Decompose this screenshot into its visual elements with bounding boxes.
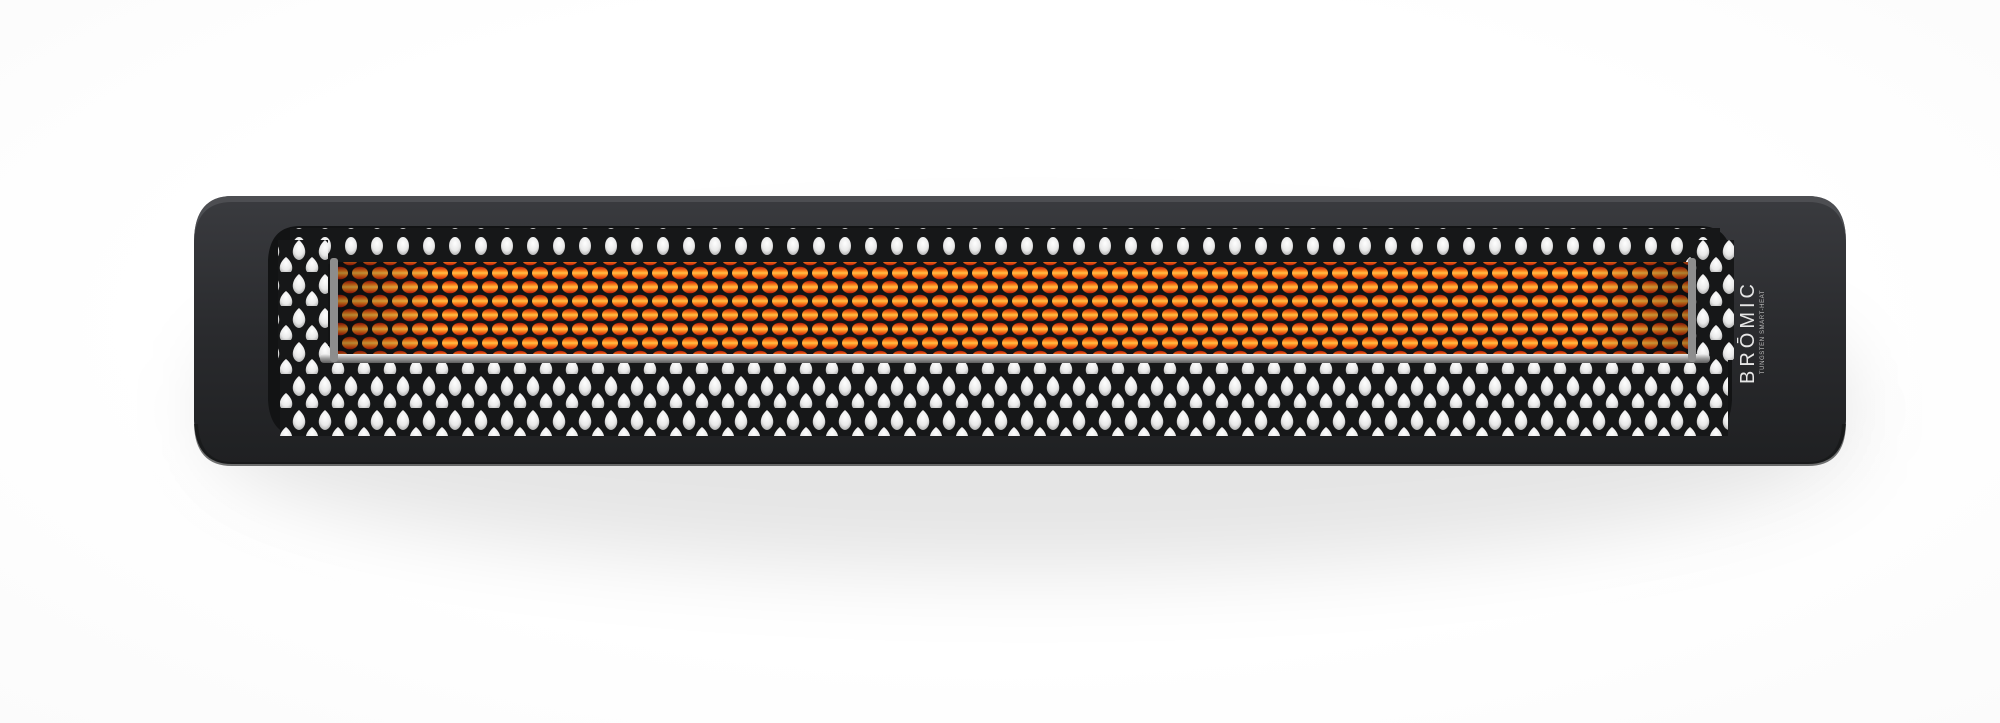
grille — [268, 226, 1734, 436]
brand-tagline: TUNGSTEN SMART-HEAT — [1760, 289, 1766, 375]
brand-name: BRŌMIC — [1737, 280, 1759, 384]
brand-logo: BRŌMIC TUNGSTEN SMART-HEAT — [1737, 280, 1767, 384]
